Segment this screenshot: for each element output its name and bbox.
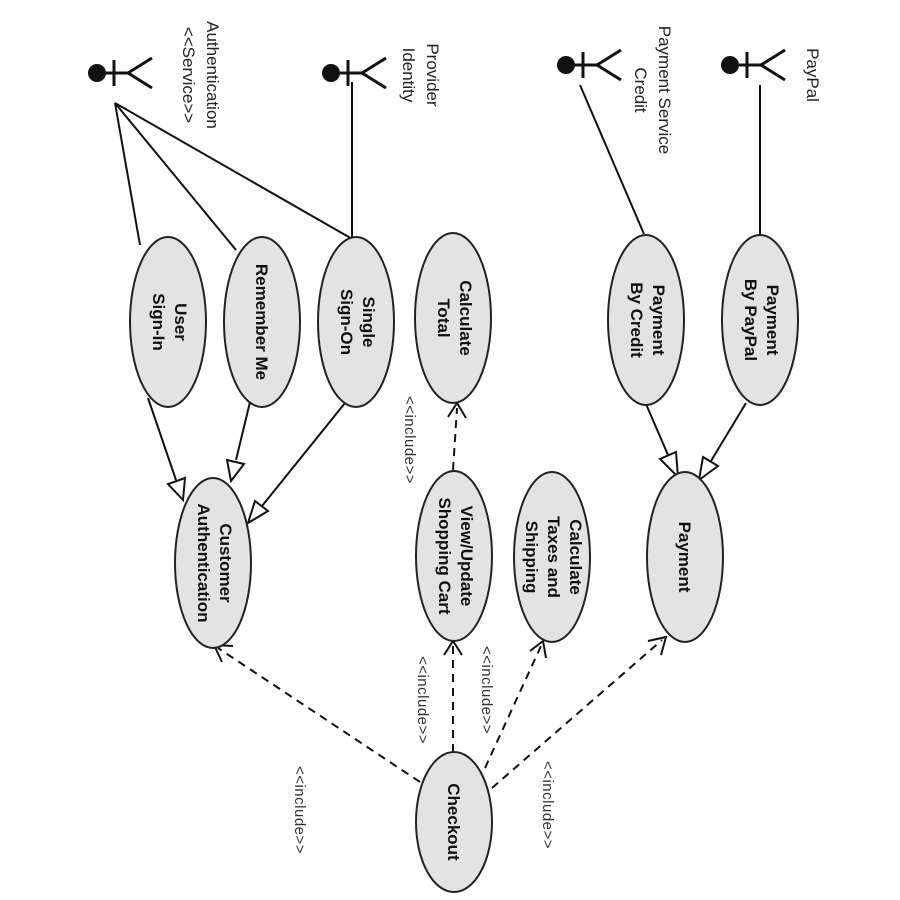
actor-name: Payment Service <box>655 26 674 155</box>
actor-leg-icon <box>760 48 786 67</box>
use-case-label: By PayPal <box>741 279 760 361</box>
use-case-label: Shipping <box>522 521 541 594</box>
use-case-ellipse <box>129 236 207 408</box>
use-case-label: User <box>171 303 190 341</box>
generalization-arrowhead <box>658 450 680 480</box>
use-case-view-update-shopping-cart[interactable]: View/Update Shopping Cart <box>415 470 493 642</box>
include-labels: <<include>> <<include>> <<include>> <<in… <box>291 396 556 854</box>
generalization-payment-by-paypal <box>710 402 747 462</box>
generalization-arrowhead <box>697 455 720 483</box>
use-case-label: Taxes and <box>544 516 563 598</box>
actor-name: Provider <box>423 43 442 107</box>
actor-head-icon <box>88 64 106 82</box>
association-auth-user-sign-in <box>114 102 141 246</box>
actor-leg-icon <box>596 48 622 67</box>
associations <box>114 82 761 251</box>
use-case-calculate-taxes-and-shipping[interactable]: Calculate Taxes and Shipping <box>513 471 591 643</box>
use-case-ellipse <box>513 471 591 643</box>
actor-head-icon <box>322 64 340 82</box>
use-case-customer-authentication[interactable]: Customer Authentication <box>174 477 252 649</box>
actor-head-icon <box>721 56 739 74</box>
use-case-label: Checkout <box>444 783 463 861</box>
use-case-ellipse <box>223 236 301 408</box>
use-case-label: Total <box>434 298 453 337</box>
use-case-ellipse <box>415 470 493 642</box>
use-case-ellipse <box>174 477 252 649</box>
actor-credit-payment-service[interactable]: Credit Payment Service <box>557 26 674 155</box>
use-case-label: View/Update <box>457 506 476 607</box>
use-case-payment-by-paypal[interactable]: Payment By PayPal <box>721 234 799 406</box>
include-checkout-payment <box>491 639 663 789</box>
actor-leg-icon <box>361 71 387 90</box>
use-case-ellipse <box>646 471 724 643</box>
actor-name: Identity <box>399 48 418 103</box>
use-case-label: By Credit <box>627 282 646 358</box>
include-dependencies <box>212 401 668 789</box>
actor-leg-icon <box>596 63 622 82</box>
use-case-label: Single <box>359 296 378 347</box>
use-case-ellipse <box>721 234 799 406</box>
use-case-ellipse <box>317 236 395 408</box>
use-case-calculate-total[interactable]: Calculate Total <box>414 232 492 404</box>
association-credit-payment-by-credit <box>579 84 645 235</box>
use-case-payment-by-credit[interactable]: Payment By Credit <box>607 234 685 406</box>
include-view-update-cart-calculate-total <box>452 407 458 471</box>
use-case-label: Remember Me <box>252 264 271 380</box>
actor-leg-icon <box>127 56 153 75</box>
actor-paypal[interactable]: PayPal <box>721 48 822 102</box>
use-case-label: Shopping Cart <box>435 497 454 614</box>
generalization-single-sign-on <box>261 402 346 507</box>
actor-name: PayPal <box>803 48 822 102</box>
use-case-label: Calculate <box>456 280 475 356</box>
include-label: <<include>> <box>401 396 418 484</box>
use-case-label: Authentication <box>194 504 213 623</box>
use-case-label: Payment <box>763 285 782 356</box>
association-auth-single-sign-on <box>114 102 355 241</box>
actor-head-icon <box>557 56 575 74</box>
use-case-ellipse <box>414 232 492 404</box>
actor-leg-icon <box>760 63 786 82</box>
include-label: <<include>> <box>478 646 495 734</box>
generalization-arrowhead <box>246 499 270 526</box>
use-case-remember-me[interactable]: Remember Me <box>223 236 301 408</box>
use-case-label: Sign-On <box>337 289 356 355</box>
use-case-label: Payment <box>675 522 694 593</box>
include-arrowhead <box>529 639 547 659</box>
generalizations <box>147 397 747 526</box>
actor-stereotype: <<Service>> <box>179 27 198 123</box>
actor-identity-provider[interactable]: Identity Provider <box>322 43 442 107</box>
use-case-ellipse <box>607 234 685 406</box>
actor-name: Authentication <box>203 21 222 129</box>
include-label: <<include>> <box>414 656 431 744</box>
actor-authentication-service[interactable]: <<Service>> Authentication <box>88 21 222 129</box>
generalization-arrowhead <box>166 476 187 503</box>
generalization-remember-me <box>235 401 251 461</box>
include-label: <<include>> <box>539 761 556 849</box>
association-auth-remember-me <box>114 102 237 251</box>
use-case-single-sign-on[interactable]: Single Sign-On <box>317 236 395 408</box>
use-case-label: Calculate <box>566 519 585 595</box>
generalization-arrowhead <box>225 458 246 484</box>
include-label: <<include>> <box>291 766 308 854</box>
use-case-label: Payment <box>649 285 668 356</box>
actor-leg-icon <box>361 56 387 75</box>
use-case-checkout[interactable]: Checkout <box>415 751 493 893</box>
generalization-payment-by-credit <box>645 403 669 456</box>
generalization-user-sign-in <box>147 397 177 481</box>
actor-leg-icon <box>127 71 153 90</box>
include-checkout-customer-authentication <box>217 647 421 783</box>
use-case-label: Sign-In <box>149 293 168 351</box>
include-arrowhead <box>647 635 668 656</box>
use-case-user-sign-in[interactable]: User Sign-In <box>129 236 207 408</box>
use-case-label: Customer <box>216 523 235 603</box>
use-case-ellipse <box>415 751 493 893</box>
use-case-payment[interactable]: Payment <box>646 471 724 643</box>
actor-name: Credit <box>631 67 650 113</box>
